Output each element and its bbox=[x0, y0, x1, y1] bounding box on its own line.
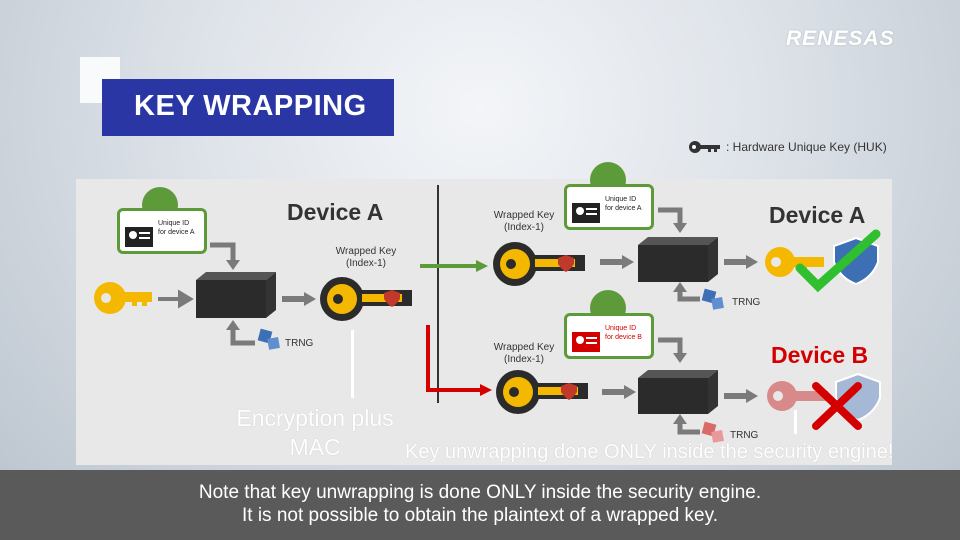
legend-label: : Hardware Unique Key (HUK) bbox=[726, 140, 887, 154]
decryption-engine-box bbox=[638, 370, 718, 414]
renesas-logo: RENESAS bbox=[786, 27, 895, 50]
huk-key-icon bbox=[689, 141, 720, 153]
wrapped-key-icon bbox=[320, 277, 412, 321]
uid-label: Unique ID bbox=[605, 196, 637, 203]
page-title: KEY WRAPPING bbox=[134, 90, 367, 122]
uid-device: for device A bbox=[605, 205, 642, 212]
caption-line-1: Note that key unwrapping is done ONLY in… bbox=[198, 482, 762, 503]
plain-key-icon bbox=[94, 282, 152, 314]
trng-label: TRNG bbox=[732, 297, 761, 308]
wrapped-key-label: Wrapped Key(Index-1) bbox=[493, 342, 555, 365]
check-icon bbox=[795, 229, 881, 293]
cross-icon bbox=[812, 382, 862, 430]
panel-divider bbox=[437, 185, 439, 403]
trng-label: TRNG bbox=[730, 430, 759, 441]
trng-dice-icon bbox=[701, 421, 724, 443]
decryption-engine-box bbox=[638, 237, 718, 282]
trng-dice-icon bbox=[701, 288, 724, 310]
device-a-label-left: Device A bbox=[287, 199, 384, 225]
uid-device: for device A bbox=[158, 229, 195, 236]
uid-label: Unique ID bbox=[158, 220, 190, 227]
encryption-engine-box bbox=[196, 272, 276, 318]
diagram-panel bbox=[76, 179, 892, 465]
id-card: Unique ID for device B bbox=[564, 313, 654, 359]
device-b-label: Device B bbox=[771, 342, 869, 368]
wrapped-key-label: Wrapped Key(Index-1) bbox=[335, 246, 397, 269]
trng-label: TRNG bbox=[285, 338, 314, 349]
uid-label: Unique ID bbox=[605, 325, 637, 332]
unwrapping-note: Key unwrapping done ONLY inside the secu… bbox=[405, 441, 894, 463]
legend: : Hardware Unique Key (HUK) bbox=[688, 140, 887, 154]
uid-device: for device B bbox=[605, 334, 642, 341]
id-card-icon bbox=[125, 227, 153, 247]
caption-bar: Note that key unwrapping is done ONLY in… bbox=[0, 470, 960, 540]
caption-line-2: It is not possible to obtain the plainte… bbox=[242, 505, 718, 526]
unwrapped-key-icon bbox=[765, 247, 824, 277]
device-a-label-right: Device A bbox=[769, 202, 866, 228]
id-card-icon bbox=[572, 203, 600, 223]
wrapped-key-label: Wrapped Key(Index-1) bbox=[493, 210, 555, 233]
wrapped-key-icon bbox=[496, 370, 588, 414]
wrapped-key-icon bbox=[493, 242, 585, 286]
title-box bbox=[102, 79, 394, 136]
id-card: Unique ID for device A bbox=[564, 184, 654, 230]
id-card: Unique ID for device A bbox=[117, 208, 207, 254]
id-card-icon-red bbox=[572, 332, 600, 352]
corrupted-key-icon bbox=[767, 381, 828, 411]
trng-dice-icon bbox=[257, 328, 280, 350]
